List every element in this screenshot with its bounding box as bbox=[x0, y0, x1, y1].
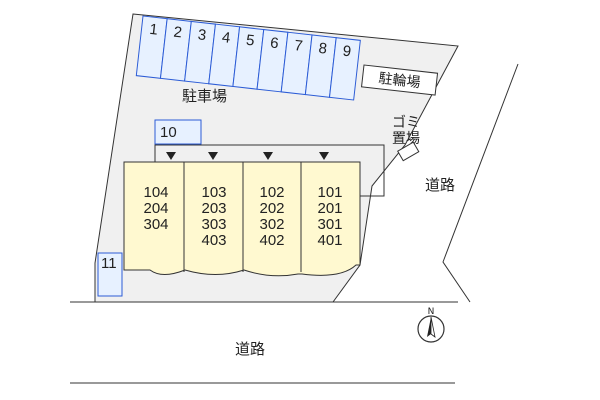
parking-space-number: 2 bbox=[173, 24, 183, 42]
entrance-arrow-4 bbox=[319, 152, 329, 160]
parking-space-11-label: 11 bbox=[101, 255, 117, 272]
parking-space-10-label: 10 bbox=[160, 124, 177, 141]
parking-space-box bbox=[328, 37, 361, 101]
bicycle-parking-label: 駐輪場 bbox=[378, 70, 422, 92]
parking-space-11 bbox=[97, 252, 123, 297]
unit-402: 402 bbox=[259, 232, 284, 249]
unit-203: 203 bbox=[201, 200, 226, 217]
garbage-label-1: ゴミ bbox=[392, 114, 420, 131]
north-arrow-icon: N bbox=[417, 307, 445, 343]
entrance-arrow-3 bbox=[263, 152, 273, 160]
parking-space-number: 5 bbox=[245, 32, 255, 50]
entrance-arrow-2 bbox=[208, 152, 218, 160]
parking-space-number: 4 bbox=[221, 29, 231, 47]
parking-space-number: 6 bbox=[269, 34, 279, 52]
road-edge-east bbox=[442, 63, 519, 303]
parking-space-10 bbox=[154, 119, 202, 145]
bicycle-parking: 駐輪場 bbox=[360, 64, 439, 96]
garbage-label-2: 置場 bbox=[392, 131, 420, 147]
unit-204: 204 bbox=[143, 200, 168, 217]
parking-space-number: 9 bbox=[342, 43, 352, 61]
unit-303: 303 bbox=[201, 216, 226, 233]
unit-401: 401 bbox=[317, 232, 342, 249]
entrance-arrow-1 bbox=[166, 152, 176, 160]
road-label-east: 道路 bbox=[425, 176, 455, 194]
unit-104: 104 bbox=[143, 184, 168, 201]
parking-space-number: 3 bbox=[197, 26, 207, 44]
unit-column-2: 103 203 303 403 bbox=[201, 184, 226, 249]
unit-103: 103 bbox=[201, 184, 226, 201]
north-label: N bbox=[428, 307, 435, 317]
garbage-storage-box bbox=[397, 141, 420, 162]
unit-column-3: 102 202 302 402 bbox=[259, 184, 284, 249]
unit-301: 301 bbox=[317, 216, 342, 233]
parking-space-number: 1 bbox=[149, 21, 159, 39]
unit-302: 302 bbox=[259, 216, 284, 233]
unit-102: 102 bbox=[259, 184, 284, 201]
unit-column-4: 101 201 301 401 bbox=[317, 184, 342, 249]
parking-space: 3 bbox=[184, 20, 216, 85]
unit-column-1: 104 204 304 bbox=[143, 184, 168, 233]
road-label-south: 道路 bbox=[235, 340, 265, 358]
building-units: 104 204 304 103 203 303 403 102 202 302 … bbox=[143, 184, 342, 249]
unit-304: 304 bbox=[143, 216, 168, 233]
unit-202: 202 bbox=[259, 200, 284, 217]
unit-201: 201 bbox=[317, 200, 342, 217]
parking-space-number: 7 bbox=[293, 37, 303, 55]
walkway-outline bbox=[154, 144, 385, 197]
unit-403: 403 bbox=[201, 232, 226, 249]
parking-label: 駐車場 bbox=[182, 87, 227, 105]
parking-space: 9 bbox=[328, 37, 361, 101]
parking-space-number: 8 bbox=[318, 40, 328, 58]
parking-space: 1 bbox=[135, 15, 168, 79]
unit-101: 101 bbox=[317, 184, 342, 201]
parking-space: 5 bbox=[232, 26, 265, 90]
